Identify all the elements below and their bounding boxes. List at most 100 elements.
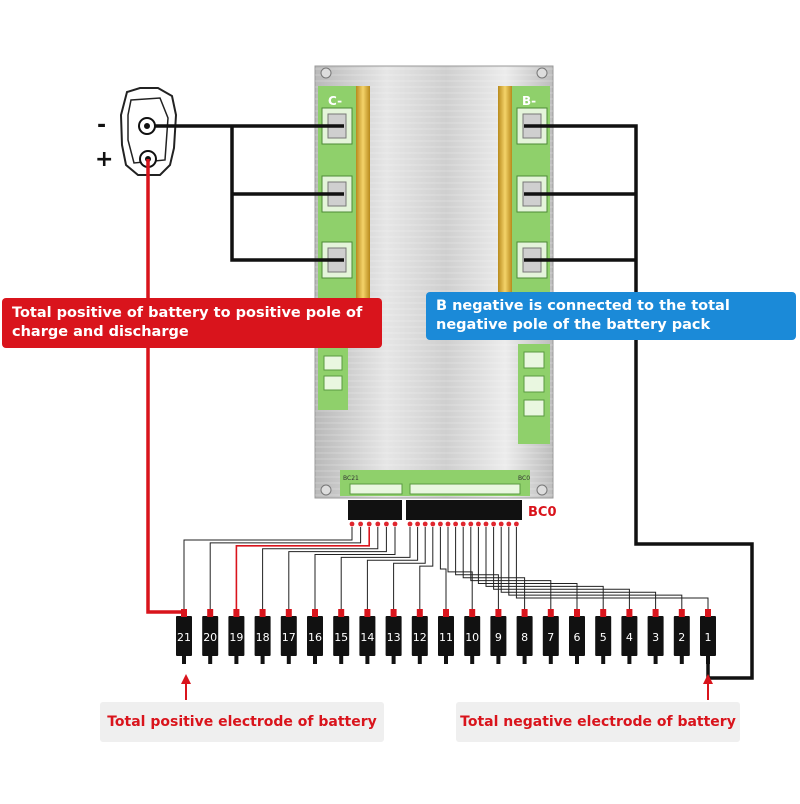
battery-terminal: 18 xyxy=(254,609,271,664)
battery-terminal: 12 xyxy=(411,609,428,664)
connector-pin xyxy=(422,521,428,527)
battery-terminal: 20 xyxy=(202,609,219,664)
bms-board: BC21 BC0 C- B- xyxy=(314,65,554,499)
connector-pin xyxy=(392,521,398,527)
terminal-number: 9 xyxy=(495,631,502,644)
balance-connector: BC0 xyxy=(348,500,557,527)
pointer-arrows xyxy=(181,674,713,700)
balance-wire xyxy=(340,527,411,609)
battery-terminal: 10 xyxy=(464,609,481,664)
balance-wire xyxy=(477,527,578,609)
terminal-number: 6 xyxy=(574,631,581,644)
negative-electrode-note: Total negative electrode of battery xyxy=(456,702,740,742)
terminal-number: 12 xyxy=(413,631,427,644)
battery-terminal: 19 xyxy=(228,609,245,664)
negative-callout: B negative is connected to the total neg… xyxy=(426,292,796,340)
balance-wire xyxy=(439,527,447,609)
terminal-number: 18 xyxy=(256,631,270,644)
battery-negative-label: B- xyxy=(522,94,536,108)
connector-pin xyxy=(358,521,363,527)
balance-wire xyxy=(447,527,473,609)
positive-pole-label: + xyxy=(95,147,114,172)
balance-wire xyxy=(455,527,499,609)
battery-terminal: 13 xyxy=(385,609,402,664)
balance-connector-label: BC0 xyxy=(528,505,557,520)
balance-wire xyxy=(288,527,387,609)
balance-wire xyxy=(500,527,657,609)
battery-terminal: 6 xyxy=(569,609,585,664)
battery-terminal: 16 xyxy=(307,609,323,664)
balance-wire xyxy=(393,527,426,609)
battery-terminal: 9 xyxy=(490,609,507,664)
terminal-number: 11 xyxy=(439,631,453,644)
battery-terminal: 4 xyxy=(621,609,638,664)
battery-terminal: 7 xyxy=(542,609,559,664)
terminal-number: 14 xyxy=(360,631,374,644)
terminal-number: 15 xyxy=(334,631,348,644)
balance-wire xyxy=(493,527,630,609)
negative-arrow-icon xyxy=(703,674,713,684)
positive-wire xyxy=(146,159,186,620)
balance-wire xyxy=(419,527,434,609)
balance-wire xyxy=(183,527,353,609)
connector-pin xyxy=(438,521,443,527)
pcb-small-right-label: BC0 xyxy=(518,475,530,482)
connector-pin xyxy=(506,521,512,527)
connector-pin xyxy=(453,521,458,527)
terminal-number: 7 xyxy=(547,631,554,644)
balance-wire xyxy=(262,527,379,609)
terminal-number: 3 xyxy=(652,631,659,644)
battery-terminal: 2 xyxy=(673,609,690,664)
connector-pin xyxy=(483,521,489,527)
balance-wire xyxy=(235,527,371,609)
battery-terminal: 8 xyxy=(516,609,533,664)
connector-pin xyxy=(415,521,420,527)
connector-pin xyxy=(384,521,389,527)
connector-pin xyxy=(498,521,504,527)
terminal-number: 19 xyxy=(229,631,243,644)
battery-terminal: 15 xyxy=(333,609,350,664)
connector-pin xyxy=(514,521,519,527)
battery-terminal: 11 xyxy=(438,609,454,664)
connector-pin xyxy=(468,521,474,527)
connector-pin xyxy=(375,521,381,527)
battery-terminal: 14 xyxy=(359,609,376,664)
connector-pin xyxy=(430,521,436,527)
terminal-number: 21 xyxy=(177,631,191,644)
connector-pin xyxy=(491,521,496,527)
battery-terminal: 17 xyxy=(280,609,297,664)
connector-pin xyxy=(407,521,413,527)
positive-electrode-note: Total positive electrode of battery xyxy=(100,702,384,742)
terminal-number: 8 xyxy=(521,631,528,644)
charge-negative-label: C- xyxy=(328,94,342,108)
balance-wire xyxy=(508,527,683,609)
balance-wires xyxy=(183,527,709,609)
balance-wire xyxy=(485,527,604,609)
terminal-number: 5 xyxy=(600,631,607,644)
balance-wire xyxy=(366,527,419,609)
connector-pin xyxy=(476,521,481,527)
terminal-number: 20 xyxy=(203,631,217,644)
terminal-number: 1 xyxy=(705,631,712,644)
connector-pin xyxy=(366,521,372,527)
balance-wire xyxy=(515,527,709,609)
battery-terminal: 21 xyxy=(176,609,192,664)
terminal-number: 13 xyxy=(387,631,401,644)
positive-arrow-icon xyxy=(181,674,191,684)
connector-pin xyxy=(349,521,355,527)
terminal-number: 4 xyxy=(626,631,633,644)
connector-pins xyxy=(349,521,519,527)
battery-terminal: 5 xyxy=(595,609,612,664)
connector-pin xyxy=(445,521,451,527)
negative-pole-label: - xyxy=(97,113,107,138)
pcb-small-left-label: BC21 xyxy=(343,475,359,482)
connector-pin xyxy=(460,521,466,527)
balance-wire xyxy=(209,527,362,609)
battery-terminal: 3 xyxy=(647,609,664,664)
terminal-number: 17 xyxy=(282,631,296,644)
terminal-number: 16 xyxy=(308,631,322,644)
terminal-number: 10 xyxy=(465,631,479,644)
